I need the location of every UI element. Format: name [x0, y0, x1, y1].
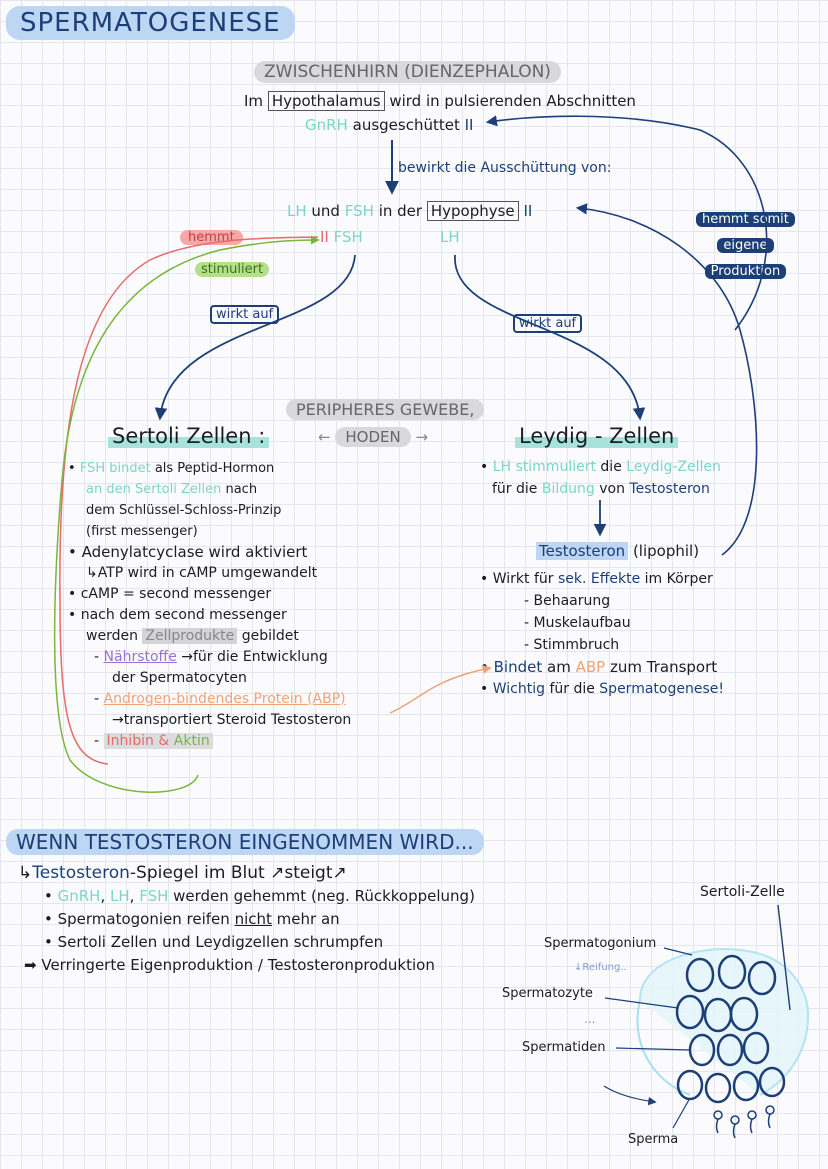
sperm-cells	[713, 1105, 775, 1139]
list-item: ➡ Verringerte Eigenproduktion / Testoste…	[24, 956, 435, 974]
list-item: • Wirkt für sek. Effekte im Körper	[480, 571, 713, 587]
list-item: (first messenger)	[86, 524, 198, 539]
list-item: der Spermatocyten	[112, 670, 247, 686]
leydig-effects: • Wirkt für sek. Effekte im Körper - Beh…	[480, 568, 724, 700]
list-item: für die Bildung von Testosteron	[492, 481, 710, 497]
list-item: • nach dem second messenger	[68, 607, 287, 623]
diagram-label-dots: ...	[584, 1012, 596, 1026]
hoden-label: ← HODEN →	[318, 427, 429, 447]
page-title: SPERMATOGENESE	[6, 6, 295, 40]
leydig-bullet-1: • LH stimmuliert die Leydig-Zellen für d…	[480, 456, 721, 500]
list-item: ↳Testosteron-Spiegel im Blut ↗steigt↗	[18, 863, 347, 883]
arrow-lh-leydig	[454, 254, 646, 421]
inhibit-mark-fsh: II	[320, 228, 329, 246]
list-item: - Inhibin & Aktin	[68, 731, 351, 752]
list-item: - Stimmbruch	[524, 637, 620, 653]
wirkt-auf-left-label: wirkt auf	[210, 303, 280, 324]
section2-list: ↳Testosteron-Spiegel im Blut ↗steigt↗ • …	[18, 862, 475, 977]
arrow-abp-bindet	[389, 665, 492, 714]
hemmt-somit-label: hemmt somit eigene Produktion	[696, 206, 795, 284]
list-item: • cAMP = second messenger	[68, 586, 272, 602]
diagram-label-reifung: ↓Reifung..	[574, 962, 627, 973]
arrow-inhibin-loop	[59, 236, 319, 765]
list-item: - Behaarung	[524, 593, 611, 609]
title-highlight: SPERMATOGENESE	[6, 6, 295, 40]
list-item: an den Sertoli Zellen nach	[86, 482, 258, 497]
cell-row-3	[688, 1031, 770, 1067]
leydig-heading: Leydig - Zellen	[515, 424, 679, 448]
list-item: - Muskelaufbau	[524, 615, 631, 631]
list-item: - Androgen-bindendes Protein (ABP)	[94, 691, 346, 707]
arrow-aktin-loop	[53, 235, 320, 793]
list-item: dem Schlüssel-Schloss-Prinzip	[86, 503, 282, 518]
thick-arrow-icon: ➡	[24, 956, 37, 974]
list-item: werden Zellprodukte gebildet	[86, 628, 299, 644]
sertoli-heading: Sertoli Zellen :	[108, 424, 270, 448]
list-item: • FSH bindet als Peptid-Hormon	[68, 461, 275, 476]
hypophyse-box: Hypophyse	[426, 201, 519, 221]
inhibit-mark-gnrh: II	[464, 116, 474, 134]
hypothalamus-line: Im Hypothalamus wird in pulsierenden Abs…	[244, 91, 636, 111]
list-item: - Nährstoffe →für die Entwicklung	[94, 649, 328, 665]
fsh-node: II FSH	[320, 228, 363, 246]
list-item: • Sertoli Zellen und Leydigzellen schrum…	[44, 933, 384, 951]
stimuliert-label: stimuliert	[195, 258, 270, 277]
arrow-feedback-hypothalamus	[485, 115, 768, 331]
testosteron-node: Testosteron (lipophil)	[536, 542, 699, 560]
list-item: • Adenylatcyclase wird aktiviert	[68, 543, 308, 561]
cell-row-2	[675, 994, 759, 1033]
list-item: • Spermatogonien reifen nicht mehr an	[44, 910, 340, 928]
hypothalamus-box: Hypothalamus	[267, 91, 385, 111]
bewirkt-label: bewirkt die Ausschüttung von:	[398, 160, 612, 176]
diagram-label-sertoli-zelle: Sertoli-Zelle	[700, 884, 785, 900]
arrow-feedback-hypophyse	[575, 203, 758, 556]
diagram-label-spermatogonium: Spermatogonium	[544, 936, 657, 951]
lh-node: LH	[440, 228, 460, 246]
hypophyse-line: LH und FSH in der Hypophyse II	[287, 201, 533, 221]
list-item: →transportiert Steroid Testosteron	[112, 712, 352, 728]
tubule-diagram	[603, 904, 810, 1139]
cell-row-1	[685, 954, 777, 996]
diagram-label-spermatiden: Spermatiden	[522, 1040, 606, 1055]
zwischenhirn-heading: ZWISCHENHIRN (DIENZEPHALON)	[254, 61, 561, 83]
peripheres-gewebe-label: PERIPHERES GEWEBE,	[286, 399, 485, 420]
diagram-label-sperma: Sperma	[628, 1132, 679, 1147]
gnrh-line: GnRH ausgeschüttet II	[305, 116, 474, 134]
section2-heading: WENN TESTOSTERON EINGENOMMEN WIRD...	[6, 829, 484, 855]
arrow-fsh-sertoli	[154, 254, 356, 421]
wirkt-auf-right-label: wirkt auf	[513, 312, 583, 333]
list-item: ↳ATP wird in cAMP umgewandelt	[86, 565, 318, 581]
gnrh-label: GnRH	[305, 116, 348, 134]
list-item: • Wichtig für die Spermatogenese!	[480, 681, 724, 697]
list-item: • LH stimmuliert die Leydig-Zellen	[480, 459, 721, 475]
inhibit-mark-hypophyse: II	[523, 202, 533, 220]
list-item: • GnRH, LH, FSH werden gehemmt (neg. Rüc…	[44, 887, 475, 905]
sertoli-bullets: • FSH bindet als Peptid-Hormon an den Se…	[68, 458, 351, 752]
diagram-label-spermatozyte: Spermatozyte	[502, 986, 593, 1001]
